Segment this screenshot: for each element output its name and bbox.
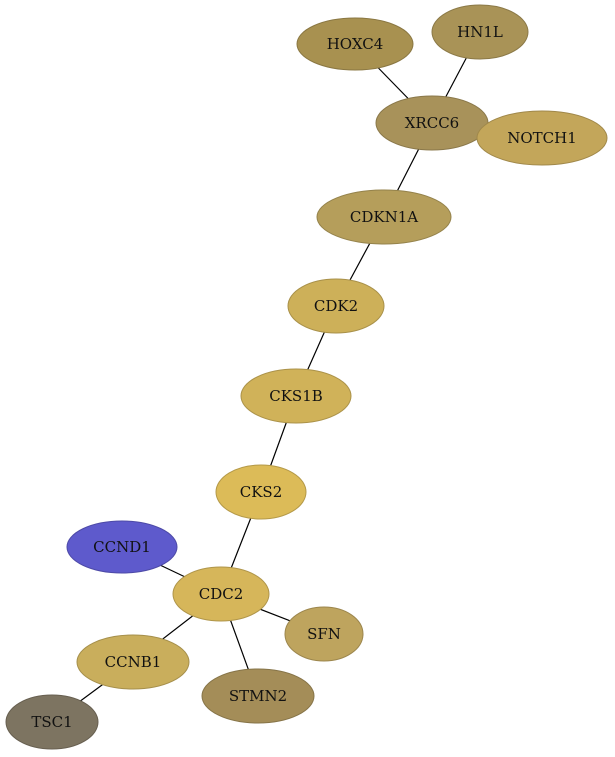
node-cdc2[interactable]: CDC2	[172, 566, 270, 622]
node-shape	[431, 4, 529, 60]
node-label: CKS2	[240, 483, 283, 501]
node-xrcc6[interactable]: XRCC6	[375, 95, 489, 151]
node-shape	[66, 520, 178, 574]
node-notch1[interactable]: NOTCH1	[476, 110, 608, 166]
node-shape	[240, 368, 352, 424]
node-shape	[201, 668, 315, 724]
node-cks1b[interactable]: CKS1B	[240, 368, 352, 424]
node-shape	[172, 566, 270, 622]
node-label: CCNB1	[105, 653, 162, 671]
node-label: CDC2	[199, 585, 244, 603]
node-label: SFN	[307, 625, 341, 643]
node-stmn2[interactable]: STMN2	[201, 668, 315, 724]
node-label: CCND1	[93, 538, 151, 556]
node-shape	[316, 189, 452, 245]
node-cks2[interactable]: CKS2	[215, 464, 307, 520]
node-hoxc4[interactable]: HOXC4	[296, 17, 414, 71]
node-shape	[476, 110, 608, 166]
node-label: TSC1	[31, 713, 72, 731]
node-cdkn1a[interactable]: CDKN1A	[316, 189, 452, 245]
node-label: HOXC4	[327, 35, 384, 53]
node-shape	[215, 464, 307, 520]
node-hn1l[interactable]: HN1L	[431, 4, 529, 60]
node-shape	[76, 634, 190, 690]
node-ccnb1[interactable]: CCNB1	[76, 634, 190, 690]
node-cdk2[interactable]: CDK2	[287, 278, 385, 334]
node-label: HN1L	[457, 23, 503, 41]
node-ccnd1[interactable]: CCND1	[66, 520, 178, 574]
node-shape	[287, 278, 385, 334]
node-shape	[5, 694, 99, 750]
node-sfn[interactable]: SFN	[284, 606, 364, 662]
node-shape	[296, 17, 414, 71]
node-label: CKS1B	[269, 387, 323, 405]
node-label: CDK2	[314, 297, 358, 315]
node-label: STMN2	[229, 687, 287, 705]
node-tsc1[interactable]: TSC1	[5, 694, 99, 750]
node-label: XRCC6	[405, 114, 459, 132]
node-label: CDKN1A	[350, 208, 418, 226]
node-shape	[284, 606, 364, 662]
node-label: NOTCH1	[507, 129, 577, 147]
